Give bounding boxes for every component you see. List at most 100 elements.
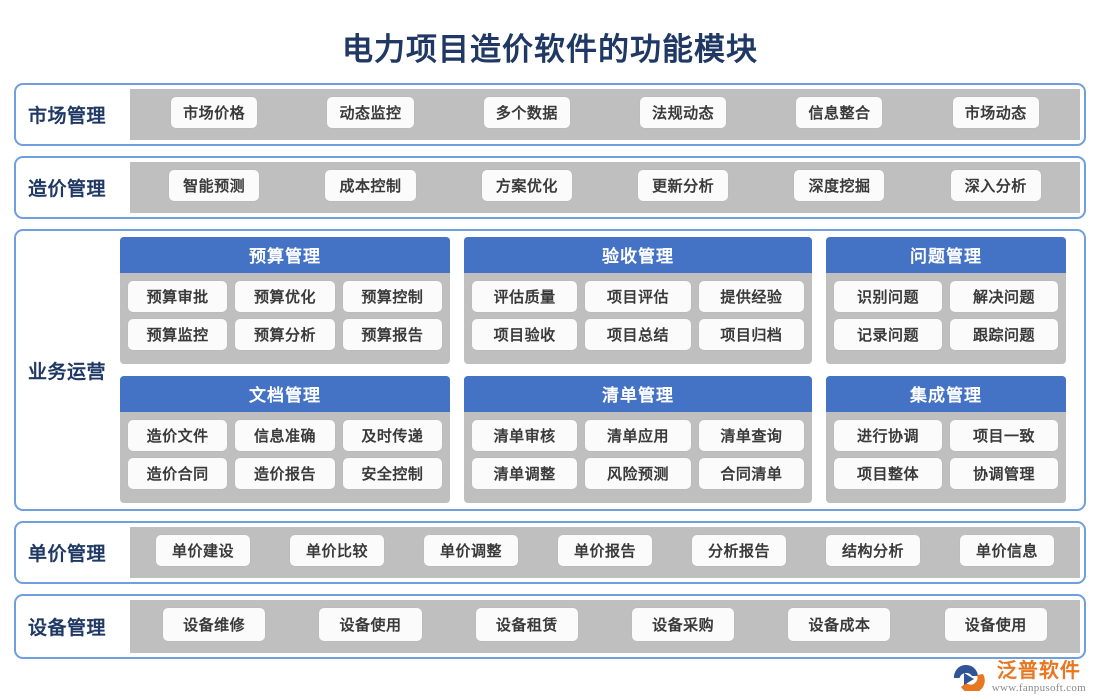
watermark-logo: 泛普软件 www.fanpusoft.com: [952, 661, 1086, 694]
chip-list-4[interactable]: 风险预测: [585, 458, 691, 490]
chip-issue-3[interactable]: 跟踪问题: [950, 319, 1058, 351]
group-issue-management: 问题管理 识别问题 解决问题 记录问题 跟踪问题: [826, 237, 1066, 365]
group-row: 清单调整 风险预测 合同清单: [472, 458, 804, 490]
group-title-issue: 问题管理: [826, 237, 1066, 274]
group-list-management: 清单管理 清单审核 清单应用 清单查询 清单调整 风险预测 合同清单: [464, 376, 812, 504]
chip-equipment-0[interactable]: 设备维修: [163, 608, 266, 642]
chip-integration-3[interactable]: 协调管理: [950, 458, 1058, 490]
group-title-budget: 预算管理: [120, 237, 450, 274]
logo-url: www.fanpusoft.com: [991, 682, 1086, 694]
chip-market-1[interactable]: 动态监控: [327, 97, 414, 129]
chip-cost-2[interactable]: 方案优化: [481, 170, 572, 202]
chip-budget-4[interactable]: 预算分析: [235, 319, 335, 351]
chip-document-1[interactable]: 信息准确: [235, 420, 335, 452]
group-body-acceptance: 评估质量 项目评估 提供经验 项目验收 项目总结 项目归档: [464, 273, 812, 364]
chip-budget-3[interactable]: 预算监控: [128, 319, 228, 351]
chip-issue-0[interactable]: 识别问题: [834, 281, 942, 313]
chip-budget-1[interactable]: 预算优化: [235, 281, 335, 313]
chip-document-4[interactable]: 造价报告: [235, 458, 335, 490]
group-row: 清单审核 清单应用 清单查询: [472, 420, 804, 452]
chip-unit-price-6[interactable]: 单价信息: [959, 535, 1054, 567]
chip-list-1[interactable]: 清单应用: [585, 420, 691, 452]
chip-list-2[interactable]: 清单查询: [698, 420, 804, 452]
chip-unit-price-1[interactable]: 单价比较: [289, 535, 384, 567]
chip-unit-price-2[interactable]: 单价调整: [423, 535, 518, 567]
cost-management-row: 造价管理 智能预测 成本控制 方案优化 更新分析 深度挖掘 深入分析: [14, 156, 1086, 220]
chip-budget-0[interactable]: 预算审批: [128, 281, 228, 313]
chip-document-5[interactable]: 安全控制: [342, 458, 442, 490]
chip-unit-price-0[interactable]: 单价建设: [155, 535, 250, 567]
chip-unit-price-5[interactable]: 结构分析: [825, 535, 920, 567]
chip-budget-5[interactable]: 预算报告: [342, 319, 442, 351]
chip-market-3[interactable]: 法规动态: [640, 97, 727, 129]
chip-equipment-4[interactable]: 设备成本: [788, 608, 891, 642]
group-title-integration: 集成管理: [826, 376, 1066, 413]
logo-brand-name: 泛普软件: [996, 660, 1081, 682]
group-acceptance-management: 验收管理 评估质量 项目评估 提供经验 项目验收 项目总结 项目归档: [464, 237, 812, 365]
group-title-document: 文档管理: [120, 376, 450, 413]
group-body-issue: 识别问题 解决问题 记录问题 跟踪问题: [826, 273, 1066, 364]
chip-market-4[interactable]: 信息整合: [796, 97, 883, 129]
chip-acceptance-4[interactable]: 项目总结: [585, 319, 691, 351]
group-row: 项目整体 协调管理: [834, 458, 1058, 490]
chip-document-0[interactable]: 造价文件: [128, 420, 228, 452]
chip-unit-price-4[interactable]: 分析报告: [691, 535, 786, 567]
group-row: 造价合同 造价报告 安全控制: [128, 458, 442, 490]
chip-acceptance-5[interactable]: 项目归档: [698, 319, 804, 351]
group-body-integration: 进行协调 项目一致 项目整体 协调管理: [826, 412, 1066, 503]
chip-equipment-1[interactable]: 设备使用: [319, 608, 422, 642]
group-document-management: 文档管理 造价文件 信息准确 及时传递 造价合同 造价报告 安全控制: [120, 376, 450, 504]
group-title-acceptance: 验收管理: [464, 237, 812, 274]
chip-market-0[interactable]: 市场价格: [171, 97, 258, 129]
chip-issue-1[interactable]: 解决问题: [950, 281, 1058, 313]
group-body-budget: 预算审批 预算优化 预算控制 预算监控 预算分析 预算报告: [120, 273, 450, 364]
chip-document-3[interactable]: 造价合同: [128, 458, 228, 490]
chip-acceptance-2[interactable]: 提供经验: [698, 281, 804, 313]
group-body-list: 清单审核 清单应用 清单查询 清单调整 风险预测 合同清单: [464, 412, 812, 503]
chip-equipment-2[interactable]: 设备租赁: [475, 608, 578, 642]
chip-list-3[interactable]: 清单调整: [472, 458, 578, 490]
row-strip-cost: 智能预测 成本控制 方案优化 更新分析 深度挖掘 深入分析: [130, 162, 1080, 214]
row-label-cost: 造价管理: [28, 179, 107, 201]
group-budget-management: 预算管理 预算审批 预算优化 预算控制 预算监控 预算分析 预算报告: [120, 237, 450, 365]
chip-budget-2[interactable]: 预算控制: [342, 281, 442, 313]
chip-cost-3[interactable]: 更新分析: [638, 170, 729, 202]
chip-market-5[interactable]: 市场动态: [952, 97, 1039, 129]
chip-equipment-5[interactable]: 设备使用: [944, 608, 1047, 642]
group-title-list: 清单管理: [464, 376, 812, 413]
business-operations-card: 业务运营 预算管理 预算审批 预算优化 预算控制 预算监控 预算分析 预算报告 …: [14, 229, 1086, 512]
chip-equipment-3[interactable]: 设备采购: [632, 608, 735, 642]
chip-market-2[interactable]: 多个数据: [483, 97, 570, 129]
chip-cost-4[interactable]: 深度挖掘: [794, 170, 885, 202]
row-strip-equipment: 设备维修 设备使用 设备租赁 设备采购 设备成本 设备使用: [130, 600, 1080, 654]
group-row: 造价文件 信息准确 及时传递: [128, 420, 442, 452]
logo-text: 泛普软件 www.fanpusoft.com: [992, 661, 1086, 694]
chip-document-2[interactable]: 及时传递: [342, 420, 442, 452]
page-title: 电力项目造价软件的功能模块: [342, 32, 758, 67]
chip-integration-0[interactable]: 进行协调: [834, 420, 942, 452]
chip-integration-1[interactable]: 项目一致: [950, 420, 1058, 452]
chip-integration-2[interactable]: 项目整体: [834, 458, 942, 490]
group-body-document: 造价文件 信息准确 及时传递 造价合同 造价报告 安全控制: [120, 412, 450, 503]
chip-cost-5[interactable]: 深入分析: [950, 170, 1041, 202]
chip-cost-0[interactable]: 智能预测: [169, 170, 260, 202]
group-row: 预算监控 预算分析 预算报告: [128, 319, 442, 351]
chip-list-5[interactable]: 合同清单: [698, 458, 804, 490]
chip-acceptance-0[interactable]: 评估质量: [472, 281, 578, 313]
group-row: 评估质量 项目评估 提供经验: [472, 281, 804, 313]
row-label-unit-price: 单价管理: [28, 544, 107, 566]
fanpu-logo-icon: [952, 664, 986, 693]
chip-cost-1[interactable]: 成本控制: [325, 170, 416, 202]
chip-issue-2[interactable]: 记录问题: [834, 319, 942, 351]
chip-list-0[interactable]: 清单审核: [472, 420, 578, 452]
chip-acceptance-3[interactable]: 项目验收: [472, 319, 578, 351]
group-row: 识别问题 解决问题: [834, 281, 1058, 313]
chip-unit-price-3[interactable]: 单价报告: [557, 535, 652, 567]
equipment-management-row: 设备管理 设备维修 设备使用 设备租赁 设备采购 设备成本 设备使用: [14, 594, 1086, 660]
chip-acceptance-1[interactable]: 项目评估: [585, 281, 691, 313]
row-strip-unit-price: 单价建设 单价比较 单价调整 单价报告 分析报告 结构分析 单价信息: [130, 527, 1080, 579]
group-row: 进行协调 项目一致: [834, 420, 1058, 452]
ops-grid: 预算管理 预算审批 预算优化 预算控制 预算监控 预算分析 预算报告 验收管理 …: [120, 237, 1076, 504]
row-label-equipment: 设备管理: [28, 618, 107, 640]
market-management-row: 市场管理 市场价格 动态监控 多个数据 法规动态 信息整合 市场动态: [14, 83, 1086, 147]
